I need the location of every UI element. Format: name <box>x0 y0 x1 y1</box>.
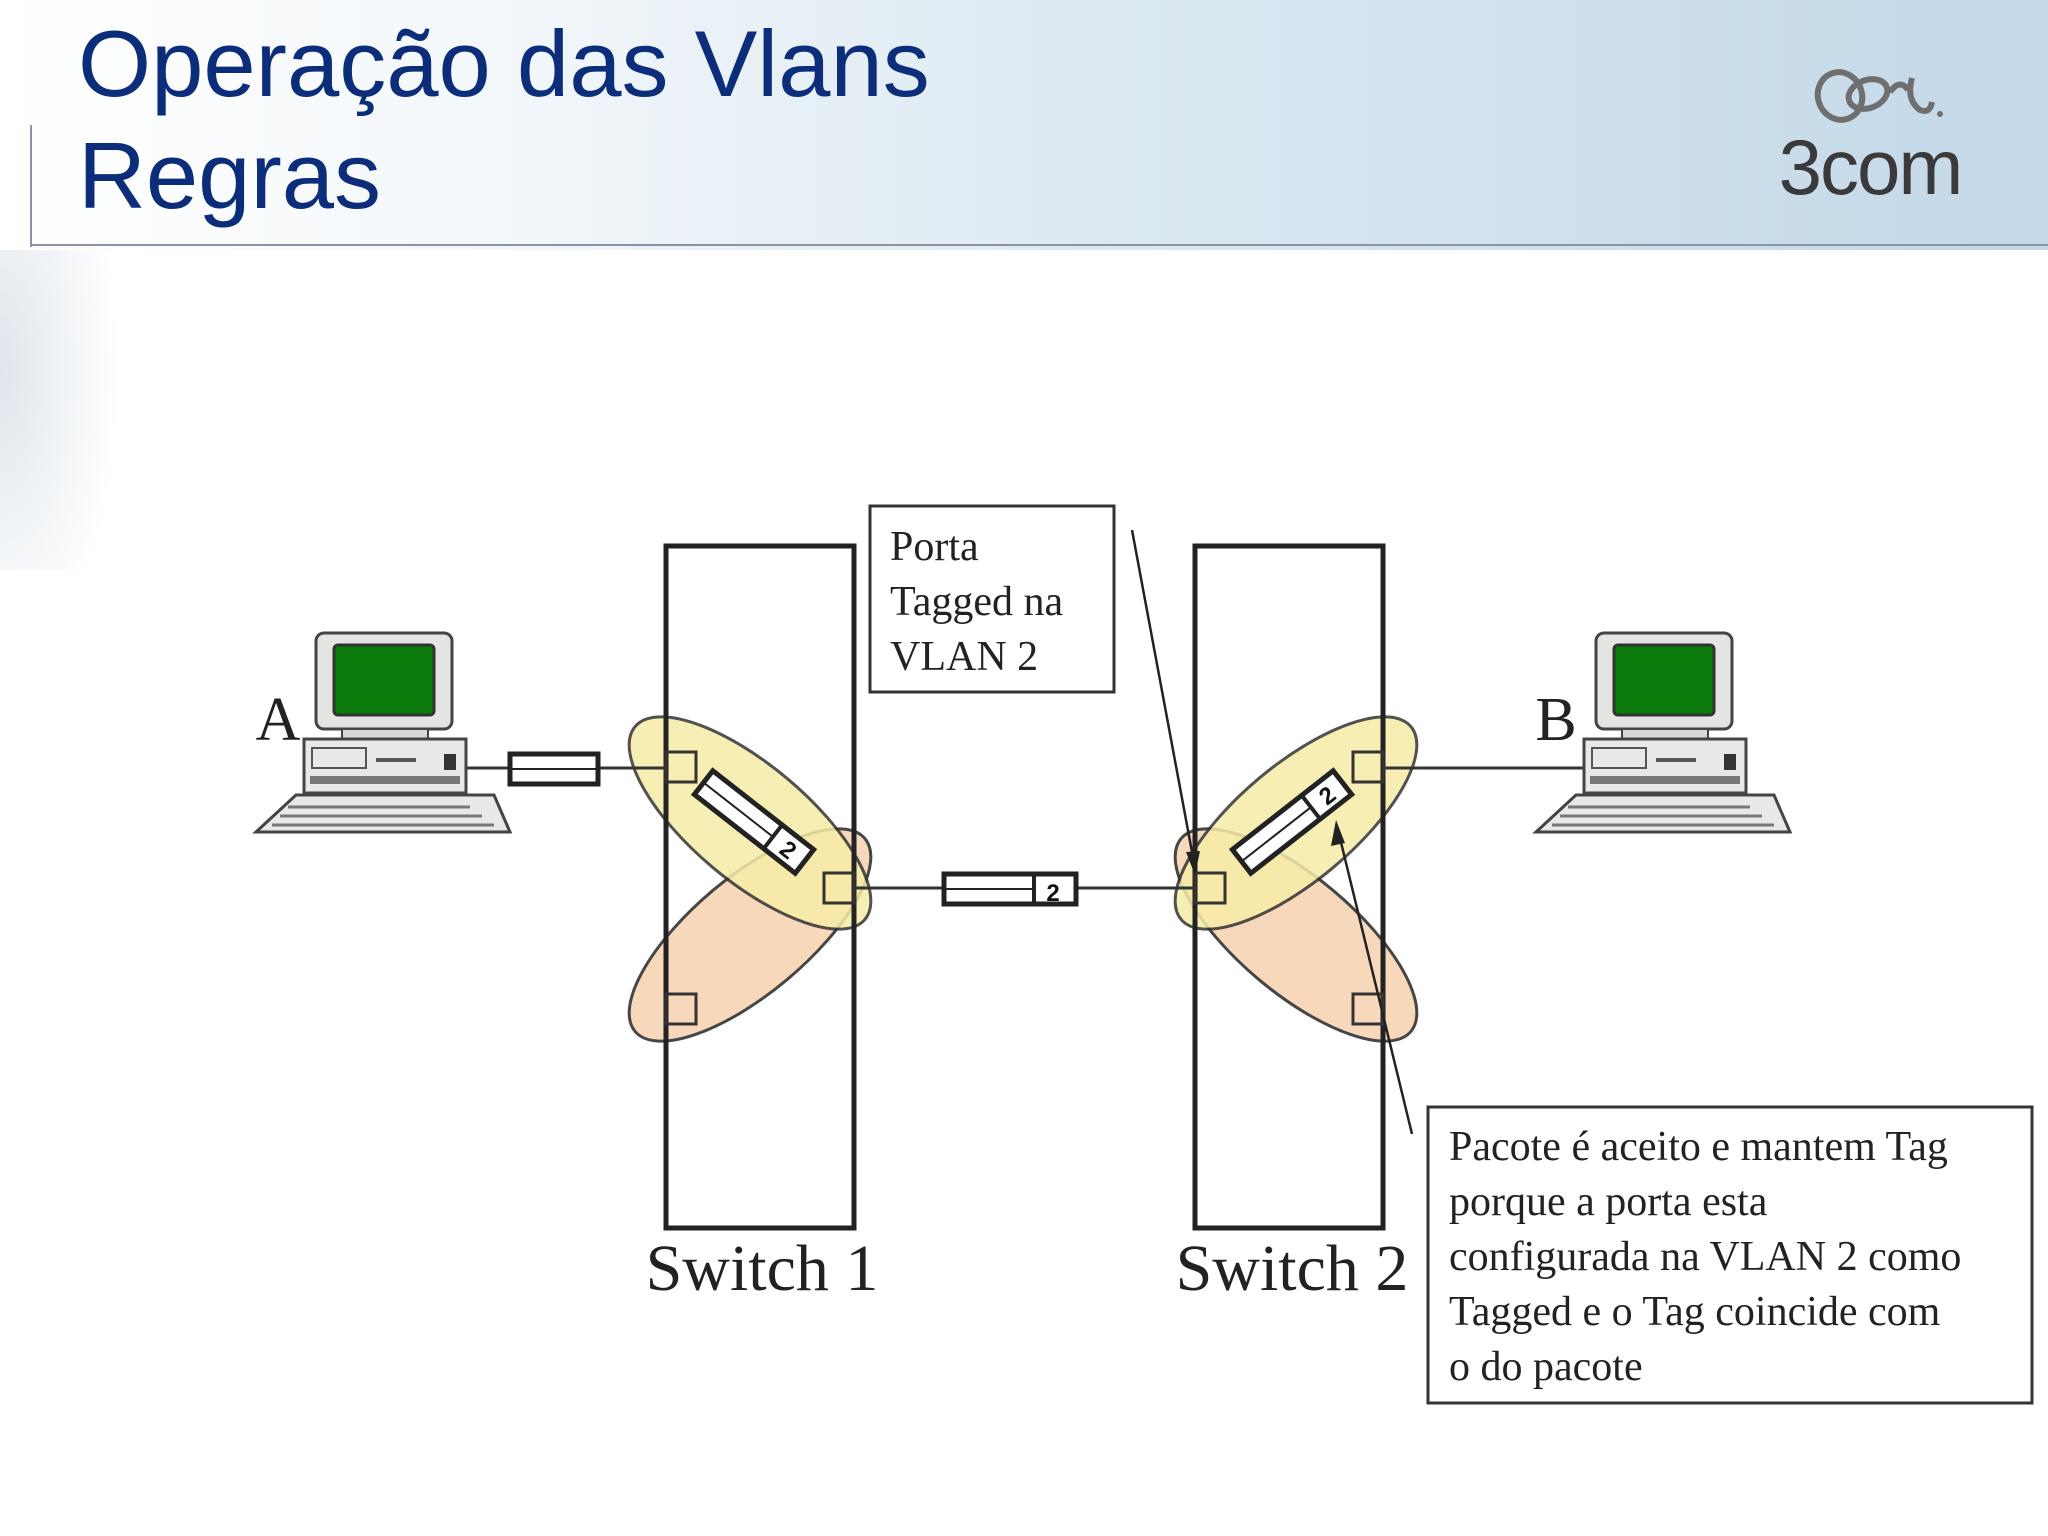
computer-b-screen <box>1612 643 1716 717</box>
frame-tag-label-trunk: 2 <box>1046 880 1059 907</box>
switch2-port-3 <box>1351 992 1385 1026</box>
frame-tagged-switch1-line <box>702 781 774 838</box>
callout-port-text: Porta Tagged na VLAN 2 <box>890 524 1074 680</box>
title-line-1: Operação das Vlans <box>78 11 930 116</box>
computer-icon <box>1532 631 1793 834</box>
computer-a-keys <box>272 805 494 827</box>
frame-tagged-trunk: 2 <box>941 871 1079 907</box>
switch2-vlan-groups <box>1173 715 1419 1043</box>
callout-packet-line-2: porque a porta esta <box>1449 1179 1768 1225</box>
callout-packet-line-5: o do pacote <box>1449 1344 1643 1390</box>
computer-icon <box>252 631 513 834</box>
callout-packet-text: Pacote é aceito e mantem Tag porque a po… <box>1449 1124 1972 1390</box>
frame-tagged-switch2-line <box>1240 806 1312 863</box>
callout-port-line-1: Porta <box>890 524 979 570</box>
frame-tagged-switch1: 2 <box>690 767 818 877</box>
computer-b-drive <box>1591 747 1647 769</box>
switch1-vlan-groups <box>627 715 873 1043</box>
computer-b-vents <box>1590 776 1740 784</box>
computer-a-drive <box>311 747 367 769</box>
computer-b-power <box>1724 754 1736 770</box>
callout-port-line-2: Tagged na <box>890 579 1064 625</box>
callout-packet-pointer <box>1336 829 1414 1135</box>
page-title: Operação das Vlans Regras <box>78 8 930 232</box>
title-line-2: Regras <box>78 123 382 228</box>
switch2-port-b <box>1351 750 1385 784</box>
callout-packet-line-1: Pacote é aceito e mantem Tag <box>1449 1124 1948 1170</box>
computer-a-keyboard <box>252 793 513 834</box>
callout-packet-line-4: Tagged e o Tag coincide com <box>1449 1289 1941 1335</box>
callout-packet-arrowhead <box>1331 820 1345 846</box>
computer-a-power <box>444 754 456 770</box>
computer-a-vents <box>310 776 460 784</box>
switch1-port-3 <box>664 992 698 1026</box>
computer-a-slot <box>376 758 416 762</box>
callout-packet-line-3: configurada na VLAN 2 como <box>1449 1234 1961 1280</box>
logo-text: 3com <box>1778 123 1964 211</box>
host-a-label: A <box>256 686 301 754</box>
callout-packet-box <box>1426 1105 2034 1405</box>
links <box>466 766 1592 890</box>
frame-tagged-switch1-divider <box>762 823 784 850</box>
switch2-label: Switch 2 <box>1176 1232 1409 1305</box>
frame-tagged-switch2-divider <box>1300 794 1322 821</box>
callout-packet: Pacote é aceito e mantem Tag porque a po… <box>1331 820 2034 1405</box>
callout-port-pointer <box>1130 529 1197 869</box>
host-b-label: B <box>1535 686 1576 754</box>
title-rule-horizontal <box>30 244 2048 246</box>
callout-port: Porta Tagged na VLAN 2 <box>868 504 1200 875</box>
computer-b-keyboard <box>1532 793 1793 834</box>
computer-a-screen <box>332 643 436 717</box>
callout-port-box <box>868 504 1116 694</box>
3com-logo-icon: 3com <box>1740 56 2000 216</box>
callout-port-arrowhead <box>1186 851 1200 875</box>
computer-b-slot <box>1656 758 1696 762</box>
computer-b-keys <box>1552 805 1774 827</box>
switch1-port-trunk <box>822 871 856 905</box>
frame-tagged-switch2: 2 <box>1228 767 1356 877</box>
logo-rings <box>1814 69 1943 123</box>
frame-untagged <box>507 751 601 787</box>
switch1-label: Switch 1 <box>646 1232 879 1305</box>
switch2-port-trunk <box>1193 871 1227 905</box>
ports <box>664 750 1385 1026</box>
switch1-port-a <box>664 750 698 784</box>
header-band <box>0 0 2048 250</box>
title-rule-vertical <box>30 125 32 247</box>
callout-port-line-3: VLAN 2 <box>890 634 1038 680</box>
